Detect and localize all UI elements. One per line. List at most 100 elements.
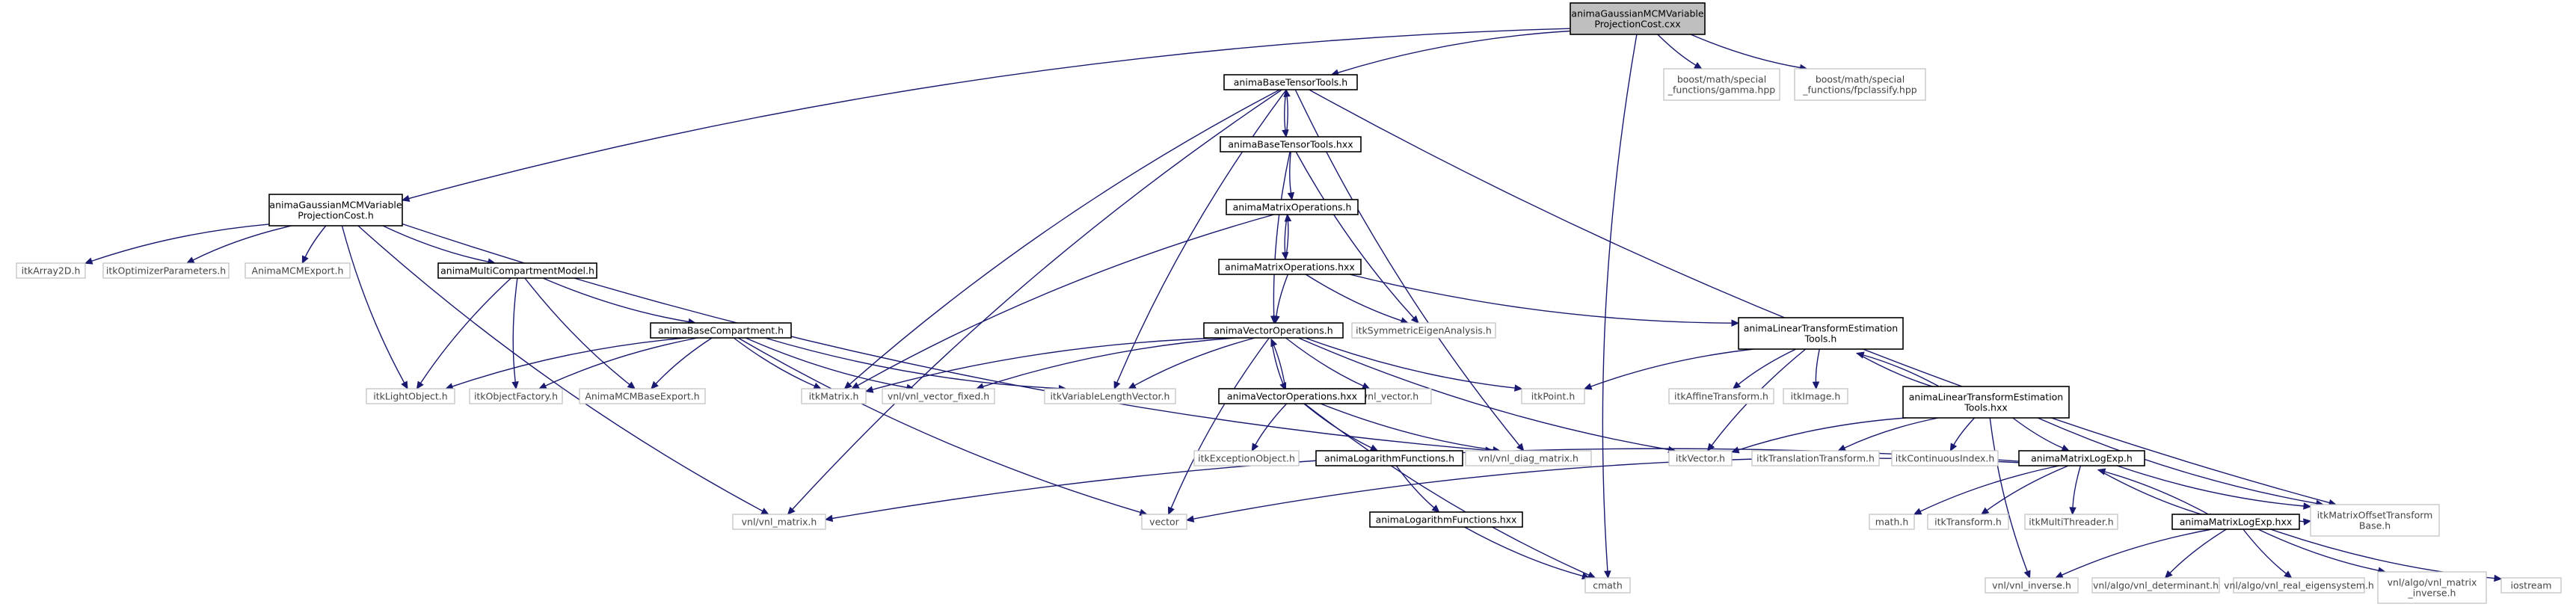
edge-mcmodel-to-itklightobj — [416, 277, 511, 390]
edge-lte_hxx-to-itkcontidx — [1949, 417, 1976, 452]
node-box — [2018, 450, 2145, 466]
node-basecomp[interactable]: animaBaseCompartment.h — [650, 322, 792, 339]
node-vector: vector — [1141, 514, 1187, 530]
edge-line — [1395, 465, 1435, 508]
node-label: animaLinearTransformEstimation — [1909, 392, 2063, 403]
edge-arrowhead — [824, 514, 834, 523]
node-mle_hxx[interactable]: animaMatrixLogExp.hxx — [2171, 514, 2300, 530]
edge-line — [1276, 274, 1289, 317]
edge-arrowhead — [1949, 443, 1958, 452]
node-label: ProjectionCost.cxx — [1594, 19, 1680, 30]
node-logfun_hxx[interactable]: animaLogarithmFunctions.hxx — [1369, 511, 1523, 528]
edge-line — [91, 224, 270, 262]
node-label: animaMatrixOperations.hxx — [1225, 262, 1355, 273]
edge-mcmodel-to-basecomp — [542, 277, 697, 326]
node-label: _inverse.h — [2408, 588, 2456, 599]
edge-vecops_h-to-vector — [1167, 337, 1270, 516]
edge-arrowhead — [1410, 315, 1419, 324]
edge-arrowhead — [1812, 381, 1820, 390]
edge-arrowhead — [1855, 351, 1865, 359]
node-label: vnl/vnl_matrix.h — [742, 517, 817, 528]
edge-line — [764, 337, 1060, 389]
edge-arrowhead — [1694, 61, 1703, 70]
edge-line — [382, 225, 489, 262]
edge-arrowhead — [627, 381, 636, 389]
edge-arrowhead — [401, 194, 411, 203]
node-label: itkVariableLengthVector.h — [1051, 391, 1170, 402]
node-box — [2233, 577, 2365, 594]
edge-line — [1285, 337, 1364, 386]
edge-arrowhead — [813, 382, 822, 389]
edge-line — [1305, 274, 1402, 321]
edge-arrowhead — [1270, 338, 1278, 348]
edge-arrowhead — [2164, 570, 2173, 579]
edge-line — [733, 337, 815, 387]
edge-btt_h-to-vnlmatrix — [787, 89, 1282, 515]
node-label: animaVectorOperations.h — [1214, 325, 1332, 336]
edge-lte_h-to-lte_hxx — [1856, 352, 1948, 392]
edge-arrowhead — [2494, 574, 2503, 582]
node-box — [2310, 504, 2440, 537]
edge-basecomp-to-mcmbaseexport — [651, 337, 713, 389]
edge-arrowhead — [864, 386, 874, 393]
edge-line — [2097, 469, 2210, 517]
node-label: itkArray2D.h — [22, 265, 81, 277]
node-vecops_hxx[interactable]: animaVectorOperations.hxx — [1218, 388, 1366, 404]
node-btt_hxx[interactable]: animaBaseTensorTools.hxx — [1220, 136, 1362, 152]
edge-line — [1273, 345, 1287, 390]
edge-arrowhead — [1980, 507, 1990, 515]
edge-arrowhead — [1706, 443, 1715, 452]
node-matops_hxx[interactable]: animaMatrixOperations.hxx — [1218, 259, 1362, 275]
edge-matops_hxx-to-lte_h — [1349, 274, 1740, 327]
node-label: boost/math/special — [1816, 74, 1905, 85]
node-box — [1521, 388, 1585, 404]
node-root[interactable]: animaGaussianMCMVariableProjectionCost.c… — [1570, 2, 1706, 35]
node-mcmodel[interactable]: animaMultiCompartmentModel.h — [437, 262, 597, 279]
node-label: vnl/algo/vnl_real_eigensystem.h — [2224, 580, 2374, 591]
edge-line — [1657, 34, 1697, 66]
node-label: animaLogarithmFunctions.h — [1324, 453, 1454, 464]
edge-arrowhead — [185, 256, 195, 264]
node-box — [2377, 571, 2487, 604]
node-label: cmath — [1593, 580, 1623, 591]
edge-line — [1134, 337, 1255, 386]
node-label: vector — [1149, 517, 1180, 528]
node-box — [1927, 514, 2009, 530]
node-itkimage: itkImage.h — [1783, 388, 1848, 404]
edge-arrowhead — [511, 381, 519, 390]
node-label: vnl/algo/vnl_determinant.h — [2093, 580, 2219, 591]
edge-arrowhead — [1837, 444, 1846, 452]
edge-lte_h-to-itkimage — [1812, 348, 1820, 390]
edge-mle_h-to-mle_hxx — [2097, 469, 2217, 520]
edge-arrowhead — [1287, 191, 1295, 201]
node-box — [1218, 388, 1366, 404]
edge-line — [192, 225, 292, 261]
edge-line — [792, 89, 1282, 510]
node-label: AnimaMCMExport.h — [252, 265, 344, 277]
node-box — [469, 388, 563, 404]
edge-line — [737, 337, 1141, 514]
edge-line — [341, 225, 405, 383]
edge-line — [2169, 529, 2227, 574]
node-itkcontidx: itkContinuousIndex.h — [1891, 450, 1999, 466]
edge-arrowhead — [1516, 443, 1525, 452]
edge-arrowhead — [1361, 382, 1371, 389]
edge-line — [1986, 465, 2069, 511]
node-matops_h[interactable]: animaMatrixOperations.h — [1226, 199, 1359, 215]
node-mle_h[interactable]: animaMatrixLogExp.h — [2018, 450, 2145, 466]
node-itkoptparams: itkOptimizerParameters.h — [102, 262, 230, 279]
node-vecops_h[interactable]: animaVectorOperations.h — [1203, 322, 1344, 339]
edge-basecomp-to-itkobjfactory — [538, 337, 698, 389]
node-label: math.h — [1875, 517, 1909, 528]
node-label: vnl/vnl_inverse.h — [1992, 580, 2071, 591]
edge-mle_hxx-to-mle_h — [2097, 468, 2216, 520]
node-box — [2091, 577, 2220, 594]
node-box — [2024, 514, 2118, 530]
node-btt_h[interactable]: animaBaseTensorTools.h — [1223, 74, 1358, 90]
node-box — [1783, 388, 1848, 404]
node-label: Tools.h — [1804, 333, 1837, 345]
node-logfun_h[interactable]: animaLogarithmFunctions.h — [1315, 450, 1463, 466]
